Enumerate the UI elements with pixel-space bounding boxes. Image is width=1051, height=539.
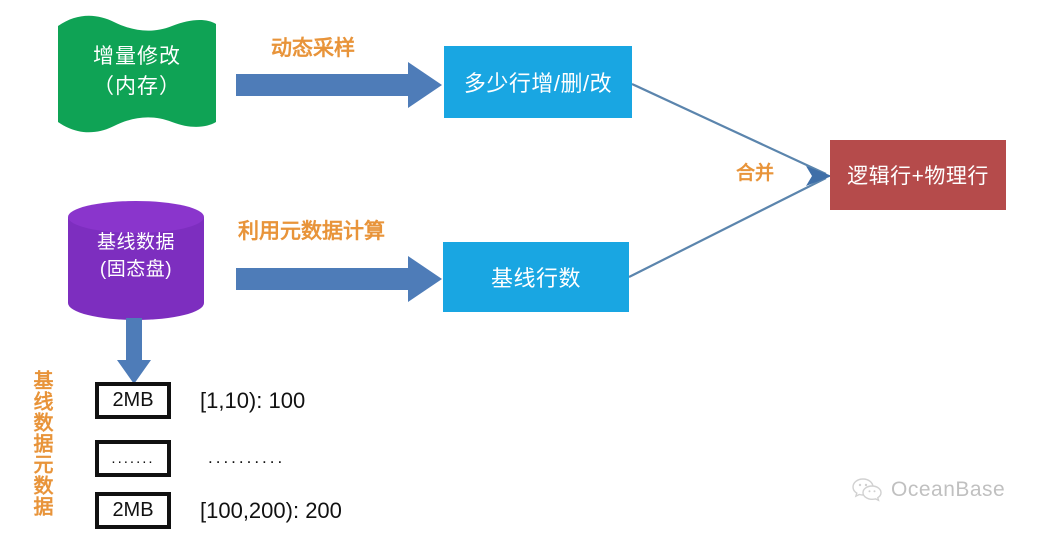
side-label-baseline-metadata: 基线数据元数据 — [30, 370, 52, 517]
metadata-range-label: [1,10): 100 — [200, 388, 306, 413]
arrow-baseline-to-metadata — [117, 318, 151, 384]
watermark: OceanBase — [852, 477, 1005, 503]
arrow-metadata-calc — [236, 256, 442, 302]
metadata-range-label: .......... — [208, 448, 286, 467]
wechat-icon — [852, 477, 882, 503]
metadata-box: 2MB — [95, 492, 171, 529]
metadata-box: 2MB — [95, 382, 171, 419]
edge-label-merge: 合并 — [736, 163, 775, 184]
node-baseline-data-store — [66, 200, 206, 320]
node-rows-changed[interactable]: 多少行增/删/改 — [444, 46, 632, 118]
edge-label-dynamic-sampling: 动态采样 — [271, 37, 355, 60]
node-incremental-modification — [56, 12, 218, 138]
metadata-range-label: [100,200): 200 — [200, 498, 342, 523]
arrow-dynamic-sampling — [236, 62, 442, 108]
watermark-brand: OceanBase — [891, 478, 1006, 501]
node-baseline-row-count[interactable]: 基线行数 — [443, 242, 629, 312]
edge-label-metadata-calc: 利用元数据计算 — [238, 220, 385, 243]
metadata-box: ....... — [95, 440, 171, 477]
node-logical-plus-physical-rows[interactable]: 逻辑行+物理行 — [830, 140, 1006, 210]
